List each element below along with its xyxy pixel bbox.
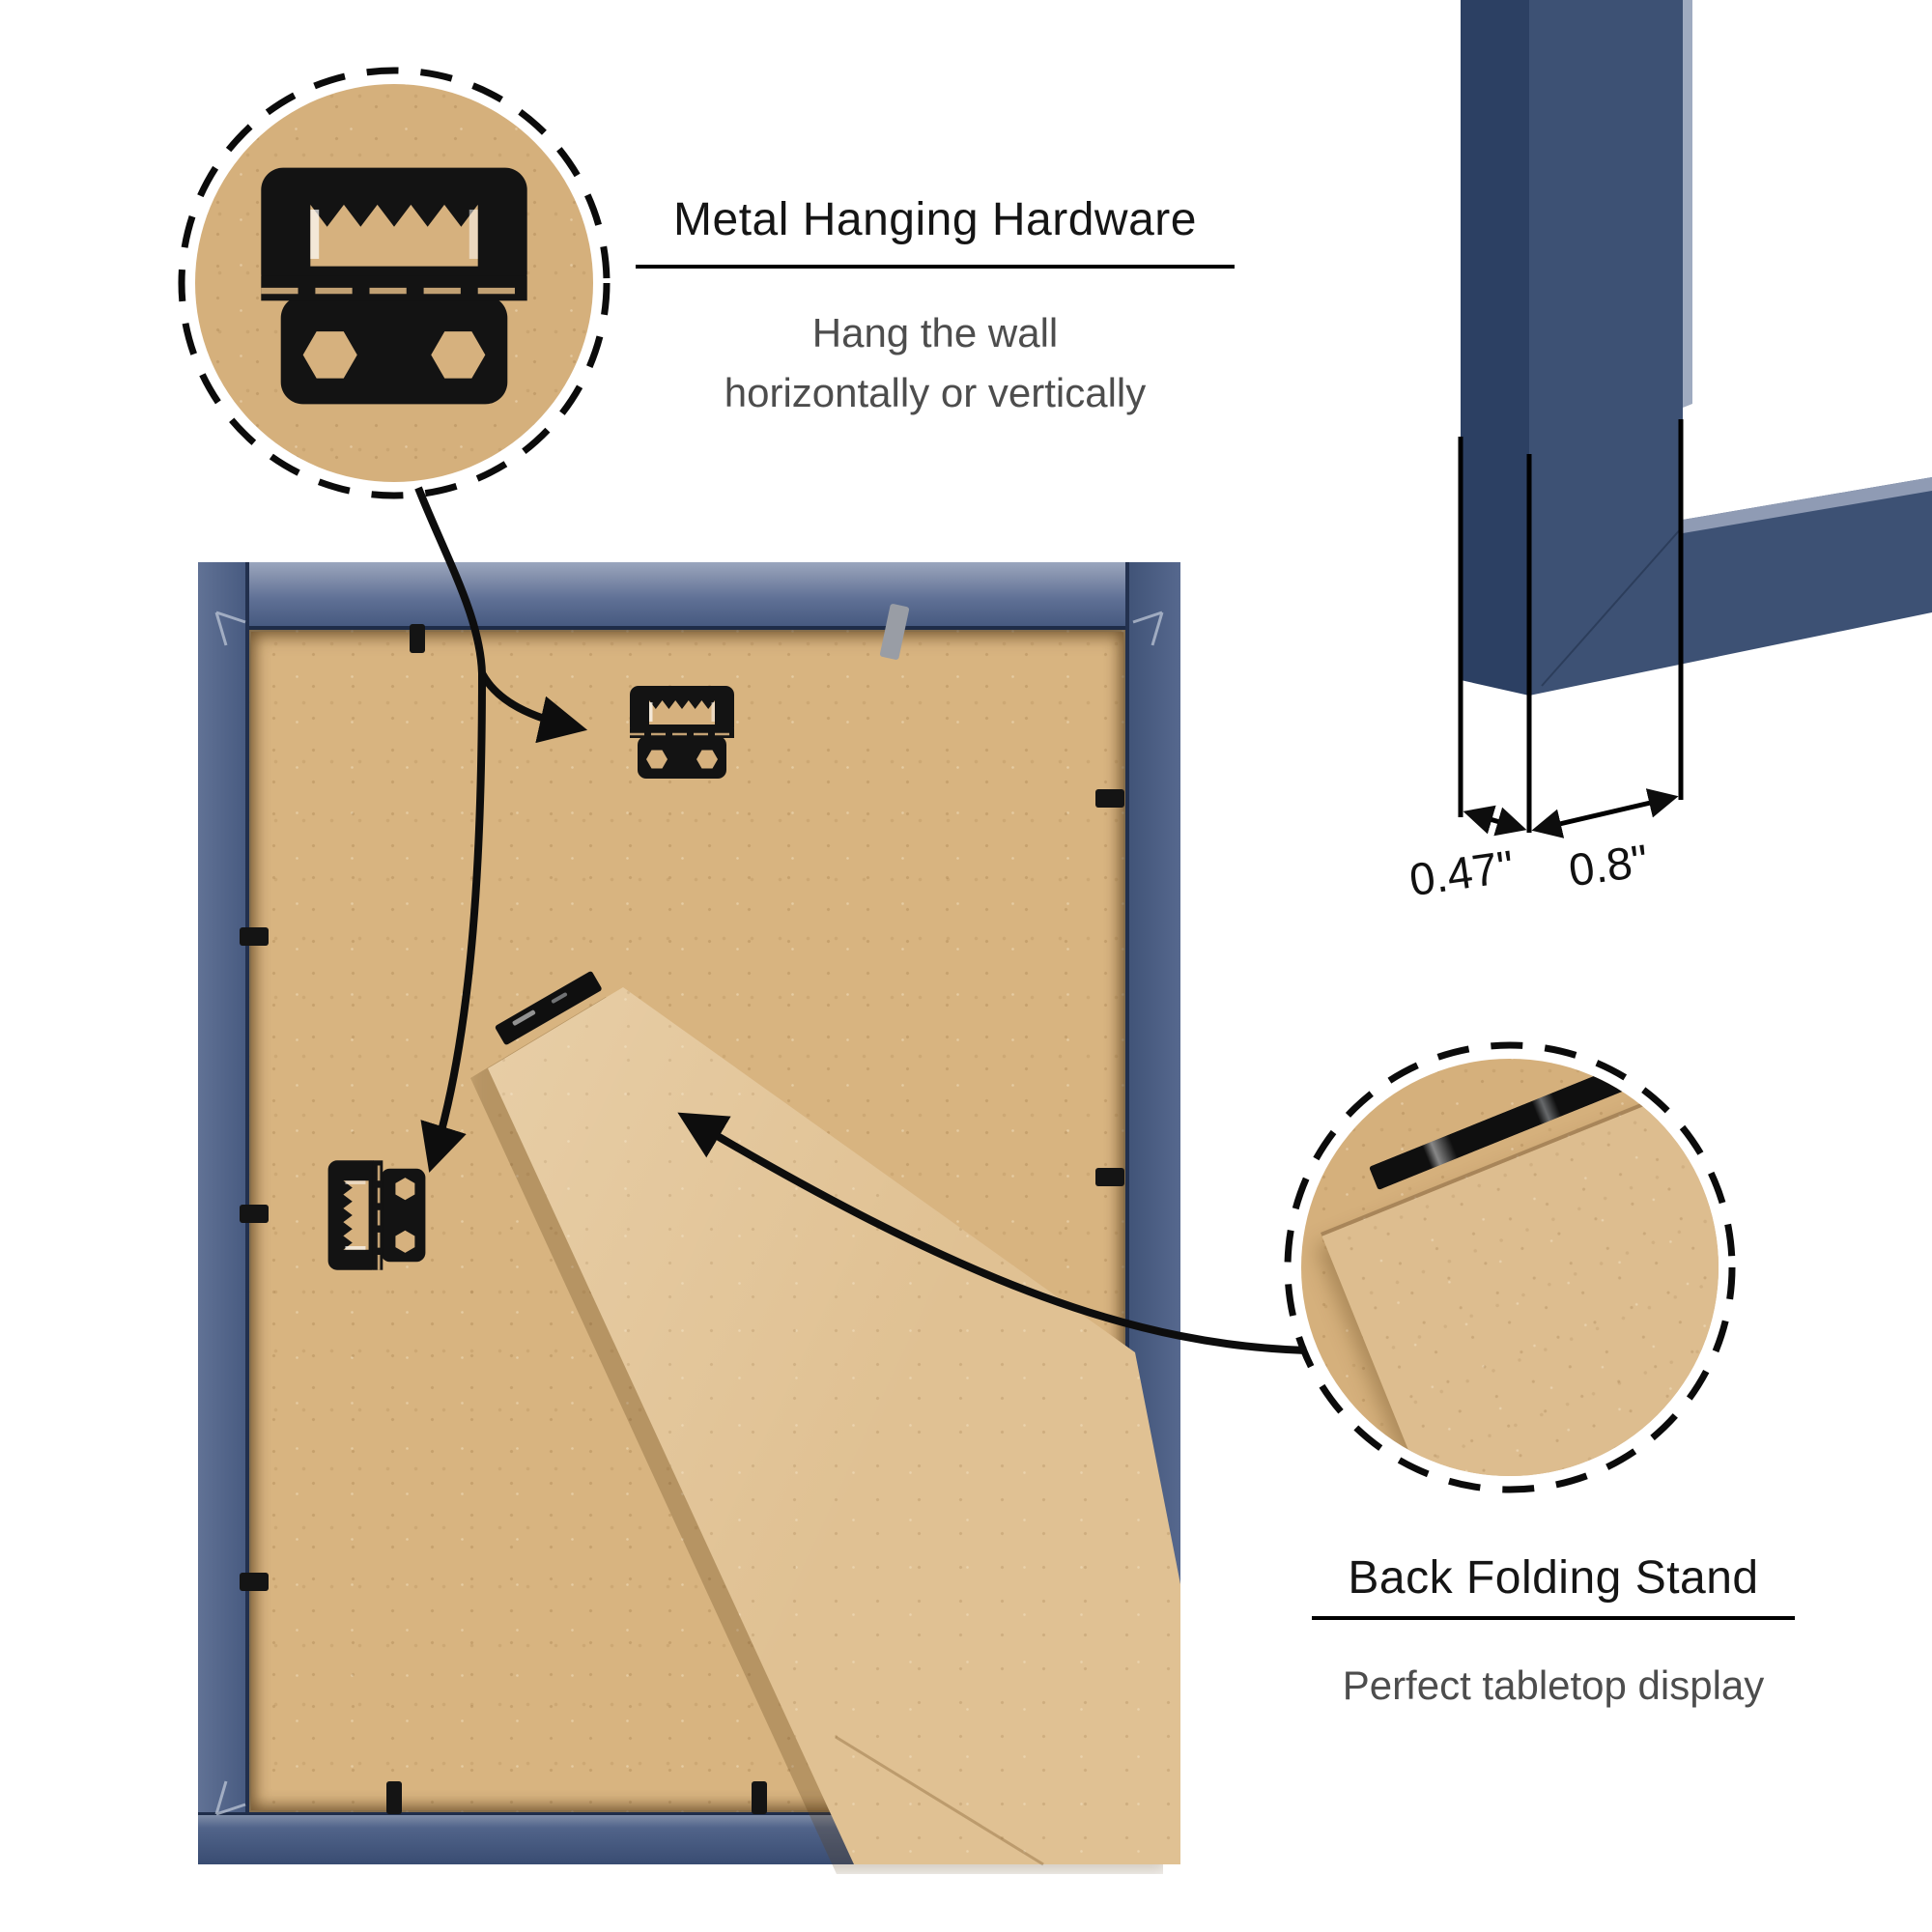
retaining-clip-left	[240, 1573, 269, 1591]
frame-border-top	[198, 562, 1180, 630]
retaining-clip-left	[240, 1205, 269, 1223]
retaining-clip-right	[1095, 1168, 1124, 1186]
stand-callout-title: Back Folding Stand	[1348, 1552, 1759, 1604]
hardware-desc-line2: horizontally or vertically	[724, 370, 1147, 415]
stand-title-underline	[1312, 1616, 1795, 1620]
retaining-clip-bottom	[386, 1781, 402, 1814]
stand-callout-circle	[1301, 1059, 1719, 1476]
frame-profile-corner	[1461, 0, 1932, 696]
dimension-label-side: 0.47"	[1406, 839, 1518, 906]
retaining-clip-right	[1095, 789, 1124, 808]
retaining-clip-top	[410, 624, 425, 653]
stand-callout-subtitle: Perfect tabletop display	[1342, 1662, 1765, 1708]
dimension-lines	[1458, 419, 1684, 838]
hardware-title-underline	[636, 265, 1235, 269]
retaining-clip-left	[240, 927, 269, 946]
dimension-label-face: 0.8"	[1565, 834, 1652, 896]
hardware-callout-title: Metal Hanging Hardware	[673, 194, 1197, 245]
hardware-desc-line1: Hang the wall	[811, 310, 1059, 355]
hardware-callout-circle	[195, 84, 593, 482]
retaining-clip-bottom	[752, 1781, 767, 1814]
